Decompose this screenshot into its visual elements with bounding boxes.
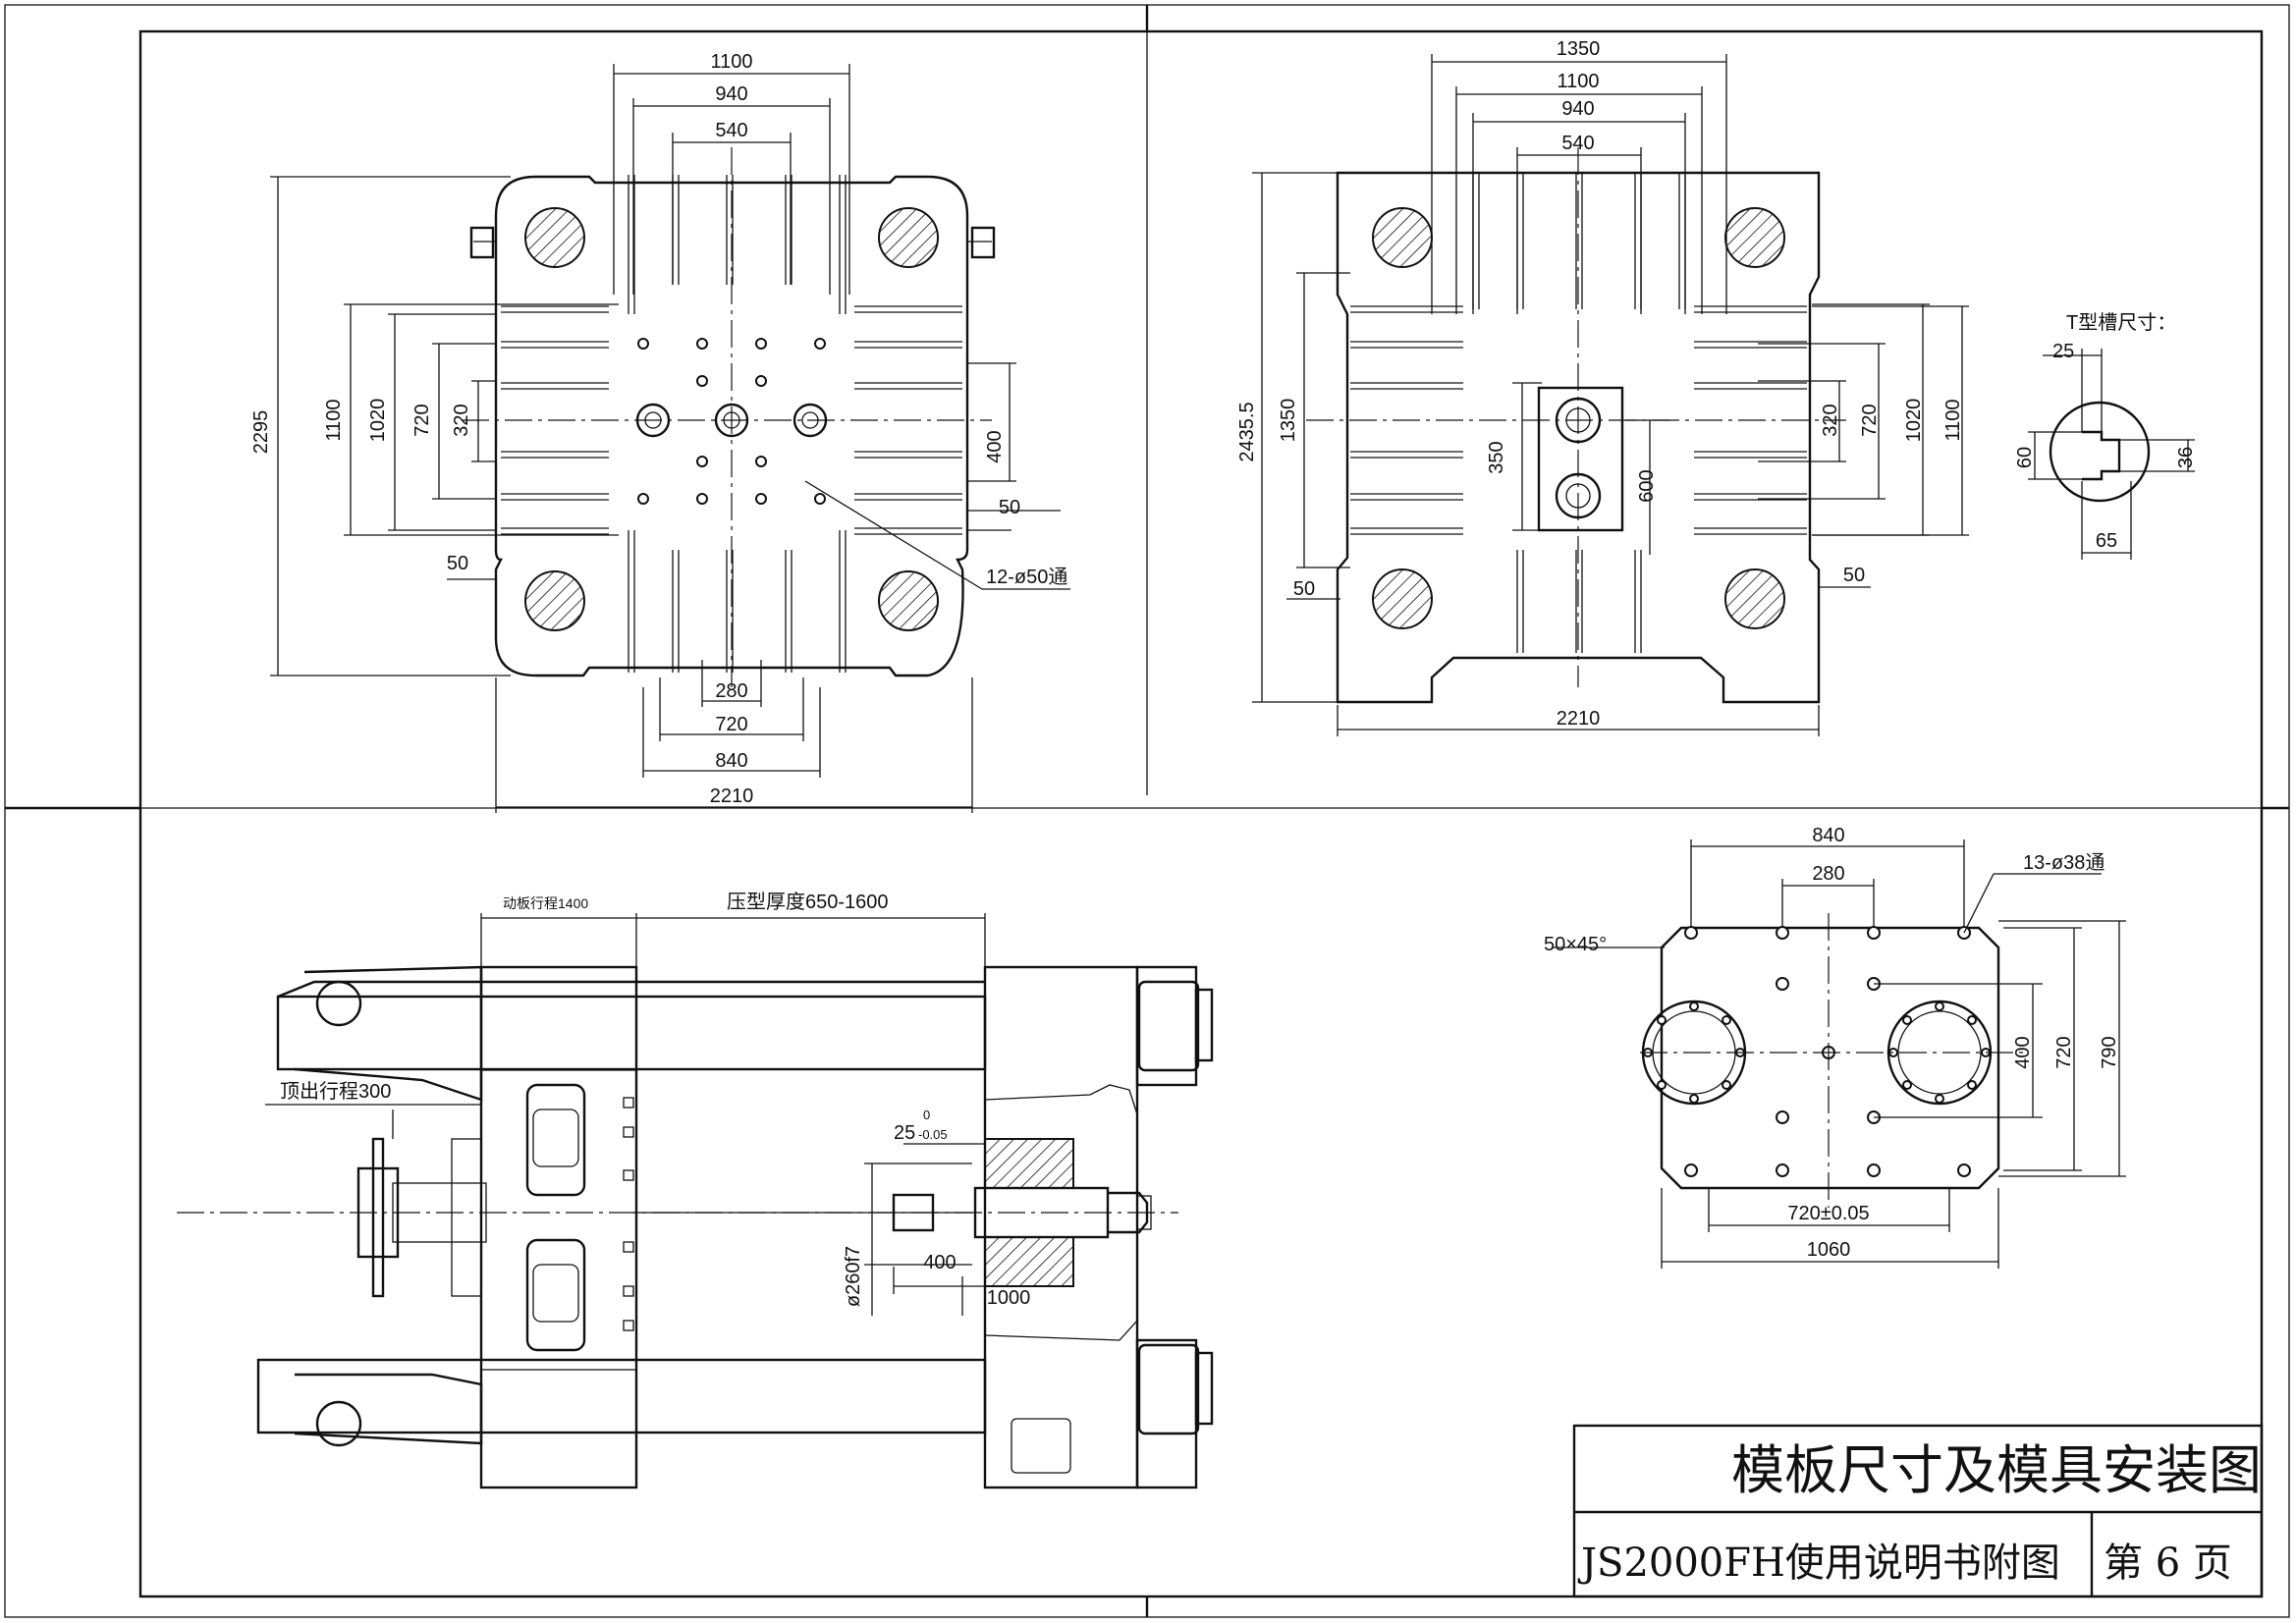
dim-left-1020: 1020 [367, 399, 389, 443]
dim-right-400: 400 [984, 430, 1006, 462]
dim-bottom-720: 720 [715, 714, 747, 735]
drawing-reference: JS2000FH使用说明书附图 [1577, 1541, 2060, 1586]
chamfer-note: 50×45° [1544, 934, 1607, 955]
dim-left-1100: 1100 [323, 399, 345, 441]
dim-top-280-c: 280 [1812, 863, 1844, 885]
t-slot-dim-65: 65 [2096, 530, 2117, 552]
dim-right-50-b: 50 [1843, 565, 1865, 586]
drawing-title: 模板尺寸及模具安装图 [1731, 1439, 2262, 1501]
dim-top-1100-b: 1100 [1557, 71, 1599, 92]
t-slot-dim-36: 36 [2175, 447, 2197, 468]
tol-25-lower: -0.05 [918, 1127, 948, 1142]
dim-right-790-c: 790 [2099, 1036, 2120, 1068]
tol-25-upper: 0 [923, 1108, 930, 1122]
tol-25-label: 25 [894, 1122, 915, 1144]
dim-bottom-2210: 2210 [710, 785, 754, 807]
t-slot-dim-60: 60 [2014, 447, 2036, 468]
dim-bottom-720-tol: 720±0.05 [1787, 1203, 1869, 1224]
dim-right-400-c: 400 [2012, 1036, 2034, 1068]
dim-top-1350: 1350 [1557, 38, 1601, 60]
title-block: 模板尺寸及模具安装图 JS2000FH使用说明书附图 第 6 页 [1572, 1424, 2264, 1598]
hole-note-front: 12-ø50通 [986, 566, 1067, 588]
t-slot-title: T型槽尺寸： [2066, 311, 2176, 334]
platen-plate-view: 840 280 13-ø38通 50×45° 400 720 790 720±0… [1544, 825, 2126, 1269]
dim-right-720: 720 [1859, 404, 1881, 436]
dim-top-540-b: 540 [1561, 133, 1594, 154]
dim-top-540: 540 [715, 120, 747, 141]
dim-1000-side: 1000 [987, 1287, 1031, 1309]
dim-left-1350: 1350 [1278, 399, 1299, 443]
dim-right-320: 320 [1820, 404, 1841, 436]
dim-left-50: 50 [447, 553, 468, 574]
dim-left-2435: 2435.5 [1236, 402, 1258, 461]
front-plate-view: 1100 940 540 2295 1100 1020 720 320 400 … [250, 51, 1070, 813]
dim-top-1100: 1100 [710, 51, 752, 73]
hole-note-platen: 13-ø38通 [2023, 851, 2105, 874]
dim-left-320: 320 [451, 404, 472, 436]
mold-thickness-label: 压型厚度650-1600 [727, 891, 889, 913]
dim-bottom-840: 840 [715, 750, 747, 772]
dim-right-720-c: 720 [2053, 1036, 2075, 1068]
side-assembly-view: 动板行程1400 压型厚度650-1600 顶出行程300 25 0 -0.05… [177, 891, 1214, 1489]
dim-bottom-2210-b: 2210 [1557, 708, 1601, 730]
ejector-stroke-label: 顶出行程300 [280, 1080, 391, 1103]
dim-bottom-1060: 1060 [1807, 1239, 1851, 1261]
dim-right-50: 50 [999, 497, 1020, 518]
t-slot-detail: T型槽尺寸： 25 60 36 65 [2014, 311, 2197, 560]
moving-plate-view: 1350 1100 940 540 2435.5 1350 350 600 32… [1236, 38, 1969, 736]
drawing-frame [4, 4, 2290, 1618]
dim-left-720: 720 [411, 404, 433, 436]
dim-bottom-280: 280 [715, 680, 747, 702]
dim-right-1100: 1100 [1942, 399, 1964, 441]
dim-top-940-b: 940 [1561, 98, 1594, 120]
page-number: 第 6 页 [2104, 1541, 2232, 1586]
dim-left-2295: 2295 [250, 410, 272, 455]
dim-right-1020: 1020 [1903, 399, 1925, 443]
dim-inner-600: 600 [1636, 469, 1658, 502]
t-slot-dim-25: 25 [2052, 341, 2074, 362]
dim-top-840-c: 840 [1812, 825, 1844, 846]
stroke-label: 动板行程1400 [503, 895, 588, 911]
dim-inner-350: 350 [1486, 441, 1507, 473]
dim-400-side: 400 [923, 1252, 956, 1273]
dim-260f7: ø260f7 [843, 1246, 864, 1307]
dim-left-50-b: 50 [1293, 578, 1315, 600]
dim-top-940: 940 [715, 83, 747, 105]
